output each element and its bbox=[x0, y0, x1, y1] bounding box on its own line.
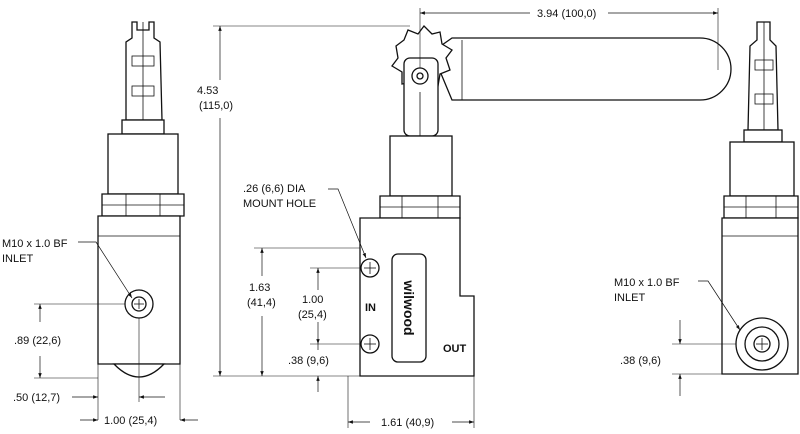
left-inlet-label-line2: INLET bbox=[2, 253, 33, 265]
port-label-in: IN bbox=[365, 302, 376, 314]
handle-reach-dimension: 3.94 (100,0) bbox=[537, 8, 596, 20]
top-hole-dimension: 1.63 bbox=[249, 282, 270, 294]
hole-spacing-dimension-mm: (25,4) bbox=[298, 309, 327, 321]
center-bottom-dimension: .38 (9,6) bbox=[288, 355, 329, 367]
left-side-view bbox=[97, 21, 185, 378]
right-center-bottom-dimension: .38 (9,6) bbox=[620, 355, 661, 367]
inlet-offset-dimension: .50 (12,7) bbox=[13, 392, 60, 404]
overall-height-dimension-mm: (115,0) bbox=[199, 100, 233, 112]
right-inlet-leader bbox=[698, 280, 741, 331]
right-inlet-label-line2: INLET bbox=[614, 292, 645, 304]
top-hole-dimension-mm: (41,4) bbox=[247, 297, 276, 309]
mount-hole-label-line2: MOUNT HOLE bbox=[243, 198, 316, 210]
left-inlet-label-line1: M10 x 1.0 BF bbox=[2, 238, 68, 250]
inlet-height-dimension: .89 (22,6) bbox=[14, 335, 61, 347]
port-label-out: OUT bbox=[443, 343, 467, 355]
body-depth-dimension: 1.61 (40,9) bbox=[381, 417, 434, 429]
overall-height-dimension: 4.53 bbox=[197, 85, 218, 97]
mount-hole-leader bbox=[328, 188, 367, 259]
body-width-dimension: 1.00 (25,4) bbox=[104, 415, 157, 427]
right-inlet-label-line1: M10 x 1.0 BF bbox=[614, 277, 680, 289]
wilwood-logo: wilwood bbox=[401, 279, 417, 335]
right-side-view bbox=[721, 21, 799, 375]
center-front-view bbox=[359, 25, 732, 377]
hole-spacing-dimension: 1.00 bbox=[302, 294, 323, 306]
mount-hole-label-line1: .26 (6,6) DIA bbox=[243, 183, 306, 195]
left-inlet-leader bbox=[78, 241, 133, 299]
